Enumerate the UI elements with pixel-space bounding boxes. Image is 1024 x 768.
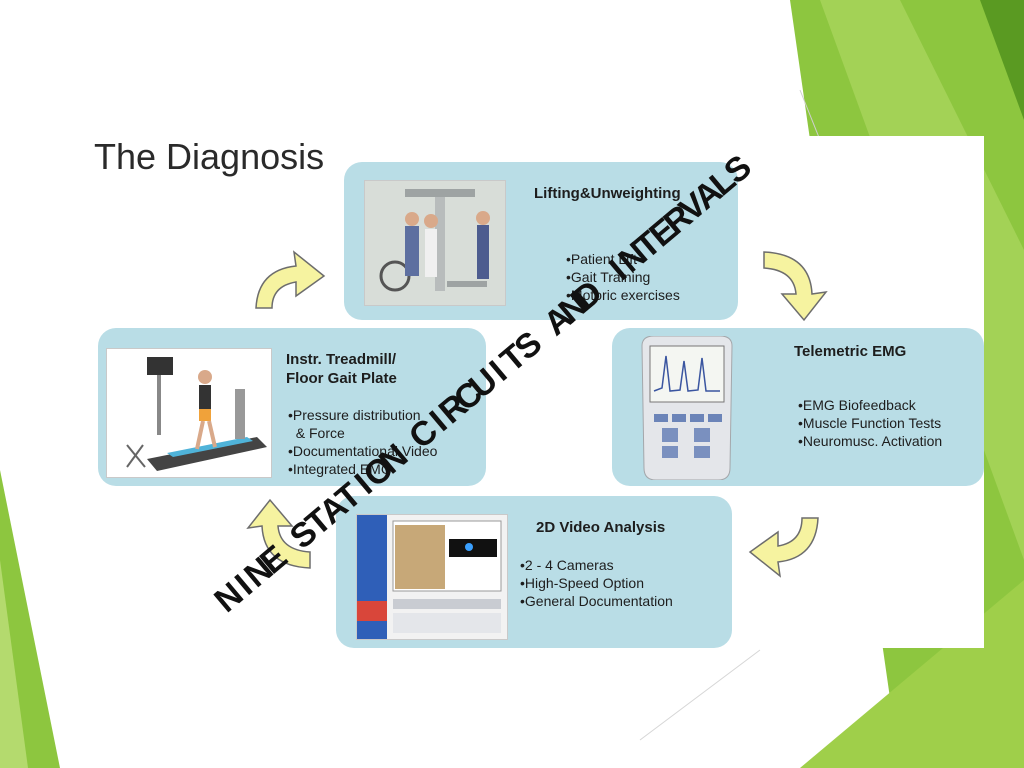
video-bullet: 2 - 4 Cameras: [520, 556, 673, 574]
treadmill-bullet: Integrated EMG: [288, 460, 437, 478]
panel-treadmill: Instr. Treadmill/ Floor Gait Plate Press…: [98, 328, 486, 486]
thin-diagonal-line-bottom: [639, 649, 761, 741]
clockwise-arrow-icon: [748, 517, 819, 578]
emg-bullet: EMG Biofeedback: [798, 396, 942, 414]
panel-lifting: Lifting&Unweighting Patient Lift Gait Tr…: [344, 162, 738, 320]
video-bullet: High-Speed Option: [520, 574, 673, 592]
clockwise-arrow-icon: [255, 250, 326, 309]
treadmill-bullet: Pressure distribution: [288, 406, 437, 424]
treadmill-bullet-continuation: & Force: [295, 425, 345, 441]
lifting-bullet: Patient Lift: [566, 250, 680, 268]
emg-bullet: Muscle Function Tests: [798, 414, 942, 432]
panel-emg: Telemetric EMG EMG Biofeedback Muscle Fu…: [612, 328, 984, 486]
video-software-screenshot: [356, 514, 508, 640]
emg-title: Telemetric EMG: [794, 343, 907, 360]
treadmill-title: Instr. Treadmill/ Floor Gait Plate: [286, 350, 397, 388]
treadmill-bullet: Documentational Video: [288, 442, 438, 460]
slide-title: The Diagnosis: [94, 136, 325, 177]
clockwise-arrow-icon: [763, 251, 828, 322]
thin-diagonal-line: [799, 89, 821, 141]
lifting-bullet: Motoric exercises: [566, 286, 680, 304]
video-software-illustration: [357, 515, 507, 639]
lifting-title: Lifting&Unweighting: [534, 185, 681, 202]
clockwise-arrow-icon: [246, 498, 311, 569]
lifting-bullets: Patient Lift Gait Training Motoric exerc…: [566, 250, 680, 304]
left-green-band-light: [0, 560, 28, 768]
treadmill-title-line1: Instr. Treadmill/: [286, 351, 397, 368]
emg-device-illustration: [641, 336, 733, 480]
lifting-illustration: [365, 181, 505, 305]
treadmill-illustration: [107, 349, 271, 477]
video-title: 2D Video Analysis: [536, 519, 666, 536]
panel-video: 2D Video Analysis 2 - 4 Cameras High-Spe…: [336, 496, 732, 648]
lifting-bullet: Gait Training: [566, 268, 680, 286]
video-bullets: 2 - 4 Cameras High-Speed Option General …: [520, 556, 673, 610]
right-green-band-shadow: [980, 0, 1024, 120]
emg-bullet: Neuromusc. Activation: [798, 432, 942, 450]
lifting-photo: [364, 180, 506, 306]
circuit-diagram: Lifting&Unweighting Patient Lift Gait Tr…: [96, 136, 984, 648]
emg-bullets: EMG Biofeedback Muscle Function Tests Ne…: [798, 396, 942, 450]
treadmill-photo: [106, 348, 272, 478]
emg-device-photo: [632, 336, 742, 480]
treadmill-bullets: Pressure distribution & Force Documentat…: [288, 406, 438, 478]
treadmill-title-line2: Floor Gait Plate: [286, 370, 397, 387]
video-bullet: General Documentation: [520, 592, 673, 610]
